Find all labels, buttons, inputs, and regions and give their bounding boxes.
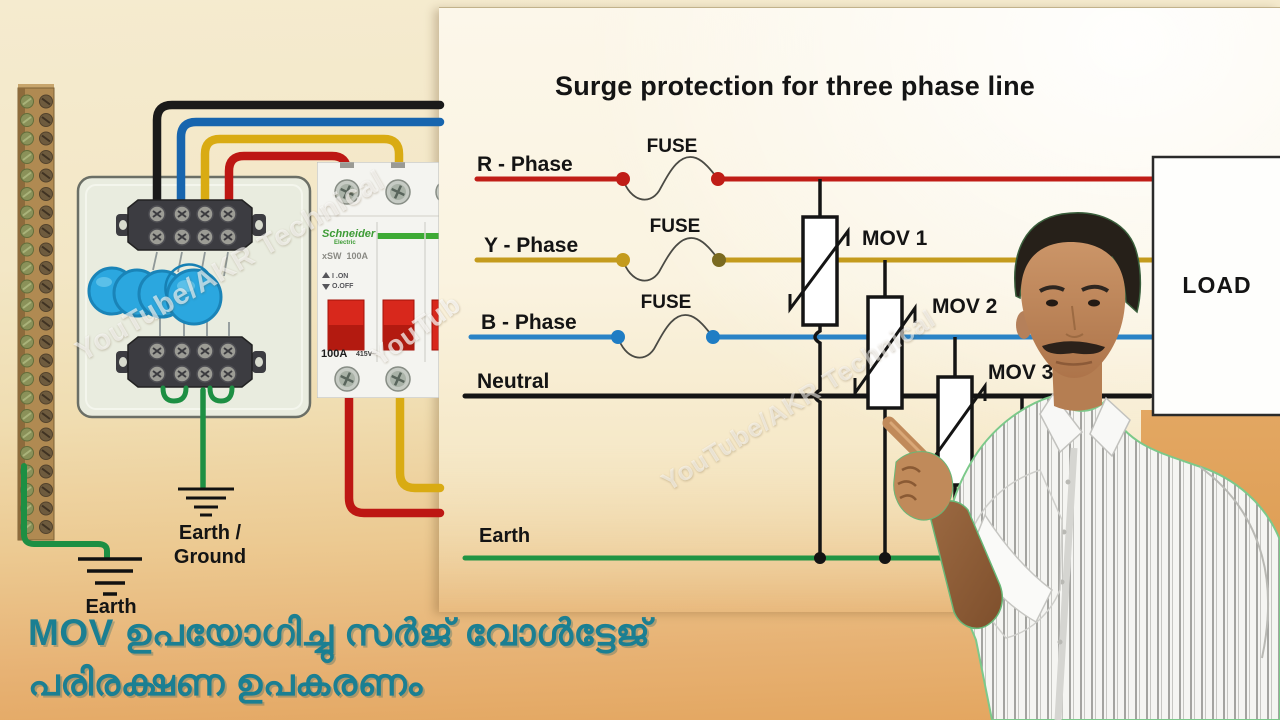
ground-symbol-icon	[78, 557, 142, 596]
load-box	[1151, 155, 1280, 417]
presenter-forearm	[927, 500, 1004, 630]
label-fuse-r: FUSE	[646, 136, 698, 157]
label-fuse-b: FUSE	[640, 292, 692, 313]
label-neutral: Neutral	[477, 370, 550, 393]
earth-busbar	[17, 84, 55, 541]
breaker-off-label: O.OFF	[332, 283, 354, 290]
label-r-phase: R - Phase	[477, 153, 573, 176]
fuse-symbol-b	[617, 314, 714, 359]
breaker-model: xSW 100A	[322, 251, 369, 261]
presenter-pointing-hand	[882, 416, 954, 521]
breaker-amps: 100A	[321, 348, 348, 360]
breaker-brand-sub: Electric	[334, 240, 356, 246]
page-title: Surge protection for three phase line	[555, 71, 1035, 101]
mov-discs	[87, 263, 223, 326]
label-b-phase: B - Phase	[481, 311, 577, 334]
presenter-mustache	[1042, 341, 1105, 355]
incoming-wires	[152, 100, 445, 215]
label-earth-line: Earth	[479, 525, 531, 547]
label-fuse-y: FUSE	[649, 216, 701, 237]
terminal-block-bottom	[116, 336, 266, 388]
caption-line-2: പരിരക്ഷണ ഉപകരണം	[28, 662, 423, 703]
fuse-symbol-r	[622, 156, 719, 201]
label-mov3: MOV 3	[988, 361, 1054, 384]
label-y-phase: Y - Phase	[484, 234, 579, 257]
breaker-brand: Schneider	[322, 228, 376, 240]
label-earth-bottom: Earth	[85, 596, 137, 618]
label-load: LOAD	[1182, 272, 1252, 298]
ground-symbol-icon-2	[178, 487, 234, 517]
outgoing-wires	[344, 389, 445, 518]
label-mov1: MOV 1	[862, 227, 928, 250]
breaker-on-label: I .ON	[332, 273, 349, 280]
shirt-placket	[1054, 447, 1078, 720]
earth-wire-panel	[160, 385, 235, 490]
circuit-breaker	[317, 162, 442, 398]
terminal-block-top	[116, 199, 266, 251]
earth-wire-busbar	[21, 463, 110, 560]
label-earth-ground: Earth / Ground	[173, 522, 247, 568]
breaker-switch-handles[interactable]	[327, 299, 442, 351]
caption-line-1: MOV ഉപയോഗിച്ചു സർജ് വോൾട്ടേജ്	[28, 612, 651, 653]
label-mov2: MOV 2	[932, 295, 998, 318]
breaker-volts: 415V~	[356, 351, 377, 358]
fuse-symbol-y	[622, 237, 720, 282]
